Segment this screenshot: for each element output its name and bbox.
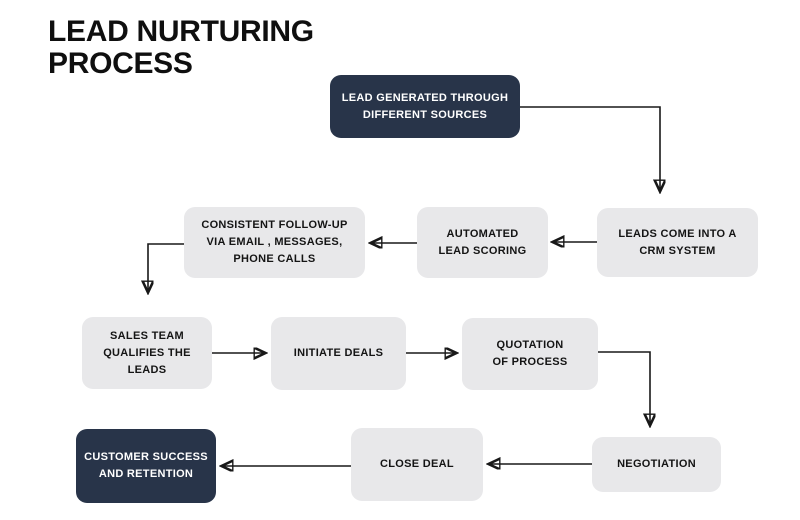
connector-quotation-to-negotiation (598, 351, 650, 424)
node-consistent-follow-up: CONSISTENT FOLLOW-UP VIA EMAIL , MESSAGE… (184, 207, 365, 278)
node-leads-come-into-a-crm-system: LEADS COME INTO A CRM SYSTEM (597, 208, 758, 277)
node-lead-generated-label: LEAD GENERATED THROUGH DIFFERENT SOURCES (341, 91, 509, 121)
node-crm-system-label: LEADS COME INTO A CRM SYSTEM (618, 227, 737, 257)
node-lead-generated-through-different-sources: LEAD GENERATED THROUGH DIFFERENT SOURCES (330, 75, 520, 138)
node-initiate-deals-label: INITIATE DEALS (293, 347, 384, 359)
node-customer-success-and-retention: CUSTOMER SUCCESS AND RETENTION (76, 429, 216, 503)
node-consistent-follow-up-label: CONSISTENT FOLLOW-UP VIA EMAIL , MESSAGE… (201, 219, 348, 265)
node-automated-lead-scoring: AUTOMATED LEAD SCORING (417, 207, 548, 278)
node-negotiation: NEGOTIATION (592, 437, 721, 492)
node-negotiation-label: NEGOTIATION (617, 458, 696, 470)
node-sales-team-label: SALES TEAM QUALIFIES THE LEADS (103, 329, 191, 376)
node-customer-success-label: CUSTOMER SUCCESS AND RETENTION (84, 451, 208, 480)
node-initiate-deals: INITIATE DEALS (271, 317, 406, 390)
node-close-deal: CLOSE DEAL (351, 428, 483, 501)
node-sales-team-qualifies-the-leads: SALES TEAM QUALIFIES THE LEADS (82, 317, 212, 389)
page-title: LEAD NURTURING PROCESS (48, 15, 314, 80)
node-quotation-of-process-label: QUOTATION OF PROCESS (492, 339, 568, 368)
node-quotation-of-process: QUOTATION OF PROCESS (462, 318, 598, 390)
connector-lead-generated-to-crm (520, 106, 660, 190)
node-automated-lead-scoring-label: AUTOMATED LEAD SCORING (438, 227, 527, 257)
node-close-deal-label: CLOSE DEAL (380, 458, 454, 470)
connector-consistent-to-sales (148, 243, 184, 291)
